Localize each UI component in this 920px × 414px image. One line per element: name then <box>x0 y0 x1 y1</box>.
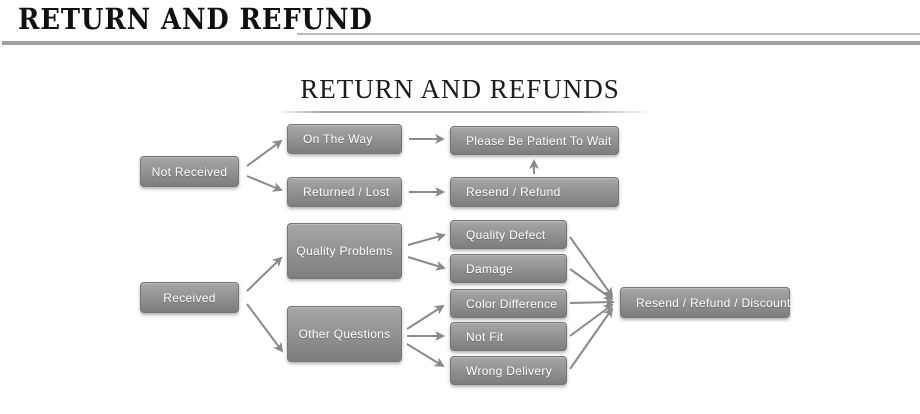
header-divider-band <box>2 41 920 45</box>
flow-arrow-not-received-to-returned-lost <box>246 175 283 192</box>
flow-node-damage: Damage <box>450 254 567 283</box>
flow-arrow-quality-problems-to-quality-defect <box>407 232 446 246</box>
flow-arrow-quality-defect-to-resend-refund-discount <box>569 236 614 298</box>
flow-arrow-other-questions-to-wrong-delivery <box>406 343 445 368</box>
flow-node-color-difference: Color Difference <box>450 289 567 318</box>
flow-node-quality-problems: Quality Problems <box>287 223 402 279</box>
flow-node-not-received: Not Received <box>140 156 239 187</box>
flow-arrow-other-questions-to-color-difference <box>406 304 445 330</box>
page-header-title: RETURN AND REFUND <box>18 1 373 37</box>
flow-arrow-color-difference-to-resend-refund-discount <box>569 297 615 308</box>
flow-node-on-the-way: On The Way <box>287 124 402 154</box>
title-divider <box>277 111 653 113</box>
flow-node-resend-refund: Resend / Refund <box>450 177 619 207</box>
flow-arrow-received-to-quality-problems <box>246 256 283 292</box>
flow-node-resend-refund-discount: Resend / Refund / Discount <box>620 287 790 318</box>
flow-node-quality-defect: Quality Defect <box>450 220 567 249</box>
flow-node-returned-lost: Returned / Lost <box>287 177 402 207</box>
flow-arrow-not-received-to-on-the-way <box>246 139 283 167</box>
flow-node-please-be-patient: Please Be Patient To Wait <box>450 126 619 155</box>
flow-node-received: Received <box>140 282 239 313</box>
flow-arrow-damage-to-resend-refund-discount <box>569 268 614 301</box>
flow-arrow-quality-problems-to-damage <box>407 256 446 271</box>
flow-arrow-wrong-delivery-to-resend-refund-discount <box>569 307 614 370</box>
flow-node-wrong-delivery: Wrong Delivery <box>450 356 567 385</box>
flow-node-other-questions: Other Questions <box>287 306 402 362</box>
header-underline <box>297 33 920 35</box>
diagram-title: RETURN AND REFUNDS <box>300 74 620 104</box>
flow-arrow-received-to-other-questions <box>246 303 284 353</box>
flow-node-not-fit: Not Fit <box>450 322 567 351</box>
